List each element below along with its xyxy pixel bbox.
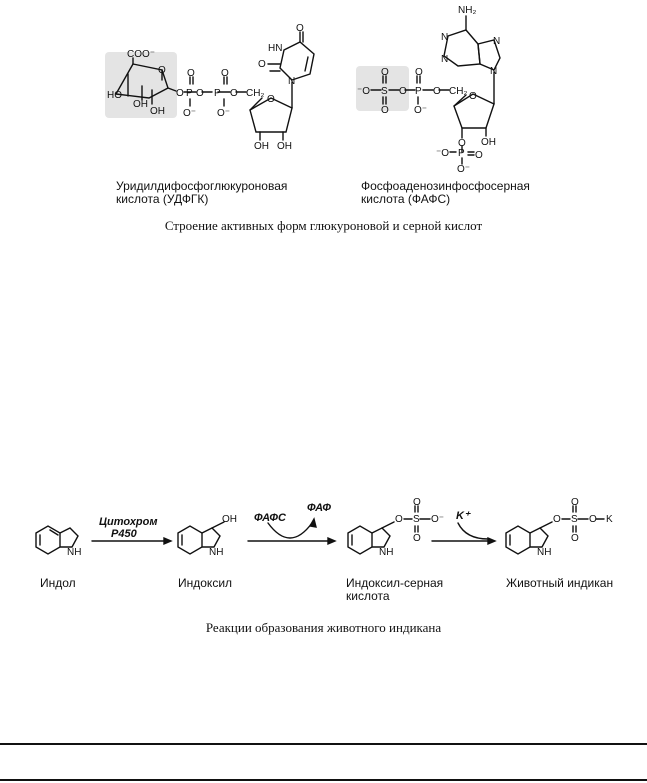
indoxyl-oh: OH: [222, 514, 237, 525]
compound-indole: Индол: [40, 576, 76, 590]
cofactor-curve: [267, 522, 313, 539]
fafs-atom-o-neg: ⁻O: [357, 86, 370, 97]
fafs-atom-o-eq: O: [475, 150, 483, 161]
udpgk-atom-oh-r2: OH: [277, 141, 292, 152]
compound-indican: Животный индикан: [506, 576, 614, 590]
udpgk-atom-p2: P: [214, 88, 221, 99]
figure-active-forms: COO⁻ O HO OH OH O P O P O CH₂ O O⁻ O O⁻ …: [105, 5, 501, 175]
indican-s: S: [571, 514, 578, 525]
indican-o-up: O: [571, 497, 579, 508]
udpgk-atom-p1: P: [186, 88, 193, 99]
indoxyl-nh: NH: [209, 547, 223, 558]
page-rule-bottom: [0, 779, 647, 781]
indican-o-k: O: [589, 514, 597, 525]
udpgk-atom-o-ribose: O: [267, 94, 275, 105]
indoxyl-sulfate-o-down: O: [413, 533, 421, 544]
glucuronate-highlight: [105, 52, 177, 118]
indican-o-down: O: [571, 533, 579, 544]
indican-k: K: [606, 514, 613, 525]
indoxyl-structure: [177, 521, 225, 555]
fafs-atom-o-neg3: O⁻: [457, 164, 470, 175]
fafs-atom-o-neg2: ⁻O: [436, 148, 449, 159]
udpgk-atom-o-ura2: O: [258, 59, 266, 70]
fafs-atom-o-s-down: O: [381, 105, 389, 116]
udpgk-atom-o-bridge: O: [196, 88, 204, 99]
fafs-atom-o-link: O: [433, 86, 441, 97]
udpgk-label-line2: кислота (УДФГК): [116, 192, 209, 206]
fafs-atom-n9: N: [490, 66, 497, 77]
fafs-atom-oh: OH: [481, 137, 496, 148]
indoxyl-sulfate-structure: [347, 505, 431, 555]
udpgk-atom-o-eq1: O: [187, 68, 195, 79]
udpgk-label: Уридилдифосфоглюкуроновая кислота (УДФГК…: [116, 180, 287, 206]
indoxyl-sulfate-o-up: O: [413, 497, 421, 508]
ion-label: K⁺: [456, 510, 471, 522]
indican-o1: O: [553, 514, 561, 525]
fafs-atom-n7: N: [493, 36, 500, 47]
indican-atom-labels: NH NH OH NH O S O⁻ O O NH O S O K O O: [67, 497, 613, 558]
indole-structure: [35, 525, 79, 555]
enzyme-label-line1: Цитохром: [99, 516, 158, 528]
udpgk-atom-oh1: OH: [133, 99, 148, 110]
udpgk-atom-oh-r1: OH: [254, 141, 269, 152]
cofactor-in-label: ФАФС: [254, 512, 287, 524]
compound-indoxyl: Индоксил: [178, 576, 233, 590]
udpgk-atom-coo: COO⁻: [127, 49, 155, 60]
sulfate-highlight: [356, 66, 409, 111]
fafs-label-line2: кислота (ФАФС): [361, 192, 451, 206]
udpgk-atom-ho: HO: [107, 90, 122, 101]
fafs-label-line1: Фосфоаденозинфосфосерная: [361, 179, 530, 193]
udpgk-atom-oh2: OH: [150, 106, 165, 117]
fafs-atom-labels: ⁻O S O P O CH₂ O O O O⁻ O OH O ⁻O P O O⁻…: [357, 5, 500, 175]
udpgk-label-line1: Уридилдифосфоглюкуроновая: [116, 179, 288, 193]
indole-nh: NH: [67, 547, 81, 558]
fafs-structure: [356, 15, 501, 165]
udpgk-atom-o-neg2: O⁻: [217, 108, 230, 119]
fafs-atom-s: S: [381, 86, 388, 97]
fafs-atom-nh2: NH₂: [458, 5, 476, 16]
udpgk-atom-hn: HN: [268, 43, 282, 54]
fafs-atom-n3: N: [441, 54, 448, 65]
fafs-atom-o-3: O: [458, 138, 466, 149]
fafs-atom-p2: P: [458, 148, 465, 159]
compound-indoxyl-sulfate-line2: кислота: [346, 589, 390, 603]
indoxyl-sulfate-o-neg: O⁻: [431, 514, 444, 525]
figure-indican-reactions: NH NH OH NH O S O⁻ O O NH O S O K O O Ци…: [35, 497, 613, 558]
udpgk-atom-o-link1: O: [176, 88, 184, 99]
udpgk-atom-o-ura1: O: [296, 23, 304, 34]
udpgk-atom-n: N: [288, 76, 295, 87]
indican-nh: NH: [537, 547, 551, 558]
fafs-atom-o-p-up: O: [415, 67, 423, 78]
udpgk-atom-ch2: CH₂: [246, 88, 264, 99]
fafs-atom-o-s-up: O: [381, 67, 389, 78]
fafs-atom-p1: P: [415, 86, 422, 97]
fafs-atom-ch2: CH₂: [449, 86, 467, 97]
indoxyl-sulfate-o1: O: [395, 514, 403, 525]
compound-indoxyl-sulfate: Индоксил-серная кислота: [346, 577, 443, 603]
cofactor-out-label: ФАФ: [307, 502, 331, 514]
udpgk-atom-labels: COO⁻ O HO OH OH O P O P O CH₂ O O⁻ O O⁻ …: [107, 23, 304, 152]
fafs-atom-o-bridge: O: [399, 86, 407, 97]
fafs-label: Фосфоаденозинфосфосерная кислота (ФАФС): [361, 180, 530, 206]
ion-curve: [457, 522, 489, 540]
compound-indoxyl-sulfate-line1: Индоксил-серная: [346, 576, 444, 590]
fafs-atom-o-ribose: O: [469, 91, 477, 102]
figure2-caption: Реакции образования животного индикана: [205, 620, 442, 635]
indoxyl-sulfate-nh: NH: [379, 547, 393, 558]
udpgk-atom-o-neg1: O⁻: [183, 108, 196, 119]
udpgk-atom-o-eq2: O: [221, 68, 229, 79]
figure1-caption: Строение активных форм глюкуроновой и се…: [164, 218, 483, 233]
indican-structure: [505, 505, 605, 555]
udpgk-structure: [105, 31, 315, 141]
udpgk-atom-o-ring: O: [158, 65, 166, 76]
enzyme-label-line2: Р450: [111, 528, 138, 540]
indoxyl-sulfate-s: S: [413, 514, 420, 525]
page-rule-top: [0, 743, 647, 745]
fafs-atom-n1: N: [441, 32, 448, 43]
fafs-atom-o-p-neg: O⁻: [414, 105, 427, 116]
udpgk-atom-o-link2: O: [230, 88, 238, 99]
